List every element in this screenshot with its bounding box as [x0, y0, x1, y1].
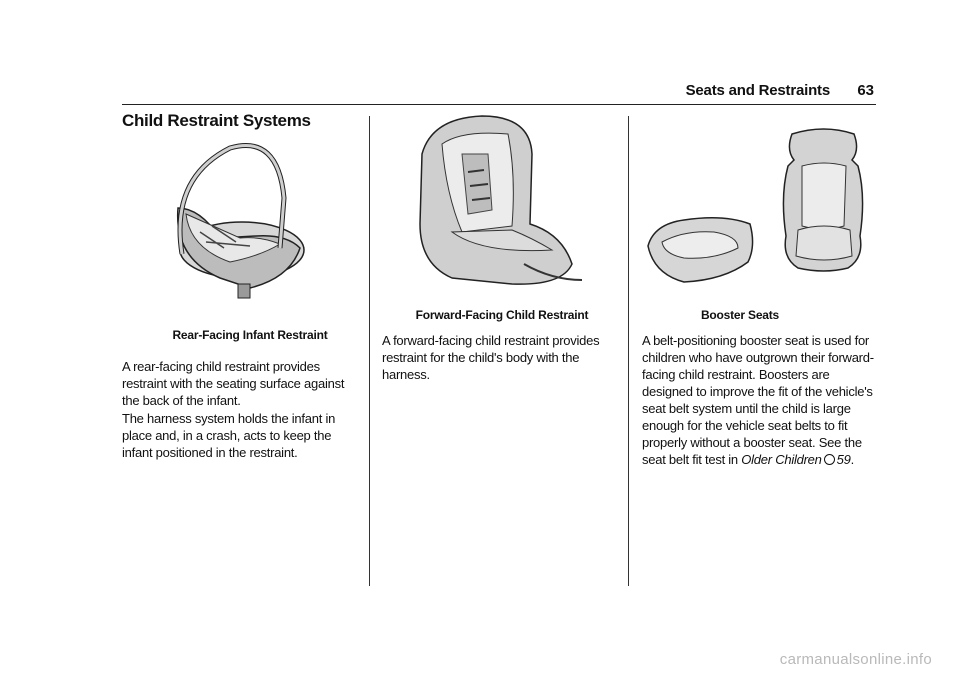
high-back-booster-seat-illustration — [782, 128, 864, 272]
reference-circle-icon — [823, 454, 835, 465]
column-divider — [628, 116, 629, 586]
backless-booster-seat-illustration — [647, 217, 754, 283]
paragraph-text: A belt-positioning booster seat is used … — [642, 333, 874, 467]
figure-caption: Booster Seats — [700, 308, 780, 322]
watermark: carmanualsonline.info — [779, 651, 932, 668]
figure-caption: Rear-Facing Infant Restraint — [172, 328, 328, 342]
paragraph: A belt-positioning booster seat is used … — [642, 332, 882, 468]
forward-facing-child-restraint-illustration — [419, 115, 583, 285]
cross-reference-link[interactable]: Older Children — [741, 452, 822, 467]
figure-caption: Forward-Facing Child Restraint — [415, 308, 589, 322]
page-title: Child Restraint Systems — [122, 111, 311, 130]
section-title: Seats and Restraints — [685, 82, 831, 99]
paragraph: A forward-facing child restraint provide… — [382, 333, 600, 382]
rear-facing-infant-restraint-illustration — [176, 142, 305, 299]
running-header: Seats and Restraints 63 — [122, 82, 876, 105]
column-divider — [369, 116, 370, 586]
page-number: 63 — [857, 82, 874, 99]
paragraph: The harness system holds the infant in p… — [122, 411, 336, 460]
paragraph: A rear-facing child restraint provides r… — [122, 359, 345, 408]
cross-reference-page[interactable]: 59 — [836, 452, 851, 467]
end-punctuation: . — [850, 452, 855, 467]
